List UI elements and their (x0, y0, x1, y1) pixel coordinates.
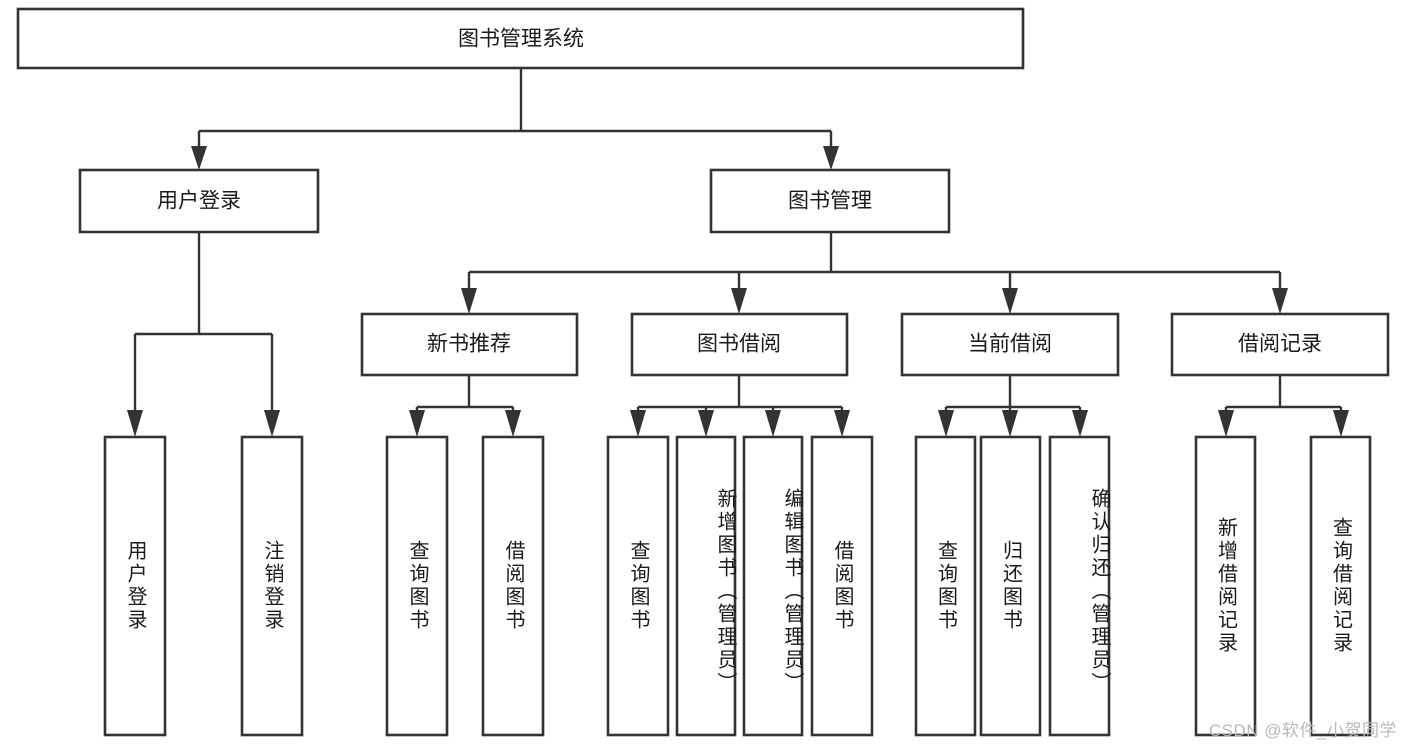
leaf-box-user-login[interactable] (103, 435, 167, 737)
leaf-box-borrow-book-1[interactable] (481, 435, 545, 737)
connector-group (127, 68, 1349, 437)
node-book-manage-label: 图书管理 (788, 190, 872, 213)
leaf-box-query-book-1[interactable] (385, 435, 449, 737)
node-borrow-record-box[interactable] (1170, 312, 1390, 377)
arrowhead-borrow-record (1272, 288, 1288, 314)
node-current-borrow-box[interactable] (900, 312, 1120, 377)
node-borrow-record[interactable]: 借阅记录 (1170, 312, 1390, 377)
arrowhead-user-login (191, 146, 207, 170)
node-root[interactable]: 图书管理系统 (16, 7, 1025, 70)
leaf-box-query-record[interactable] (1309, 435, 1372, 737)
node-new-book-recommend-box[interactable] (360, 312, 579, 377)
node-book-manage[interactable]: 图书管理 (709, 168, 951, 234)
node-root-label: 图书管理系统 (458, 28, 584, 51)
node-current-borrow[interactable]: 当前借阅 (900, 312, 1120, 377)
node-user-login[interactable]: 用户登录 (78, 168, 320, 234)
leaf-box-confirm-return[interactable] (1048, 435, 1111, 737)
arrowhead-leaf-borrow-book-1 (505, 410, 521, 437)
node-user-login-label: 用户登录 (157, 190, 241, 213)
node-user-login-box[interactable] (78, 168, 320, 234)
leaf-box-query-book-3[interactable] (914, 435, 977, 737)
arrowhead-leaf-confirm-return (1072, 410, 1088, 437)
arrowhead-current-borrow (1002, 288, 1018, 314)
arrowhead-leaf-add-book (698, 410, 714, 437)
leaf-box-add-record[interactable] (1194, 435, 1257, 737)
leaf-box-group (103, 435, 1372, 737)
arrowhead-leaf-query-book-3 (938, 410, 954, 437)
node-new-book-recommend-label: 新书推荐 (427, 333, 511, 356)
leaf-box-edit-book[interactable] (742, 435, 804, 737)
leaf-box-user-logout[interactable] (240, 435, 304, 737)
arrowhead-leaf-user-logout (264, 410, 280, 437)
node-current-borrow-label: 当前借阅 (968, 333, 1052, 356)
arrowhead-leaf-add-record (1218, 410, 1234, 437)
node-root-box[interactable] (16, 7, 1025, 70)
arrowhead-leaf-edit-book (765, 410, 781, 437)
arrowhead-leaf-query-book-2 (630, 410, 646, 437)
node-book-borrow-box[interactable] (630, 312, 849, 377)
node-new-book-recommend[interactable]: 新书推荐 (360, 312, 579, 377)
leaf-box-return-book[interactable] (979, 435, 1042, 737)
node-book-borrow-label: 图书借阅 (697, 333, 781, 356)
arrowhead-leaf-user-login (127, 410, 143, 437)
leaf-box-add-book[interactable] (675, 435, 737, 737)
leaf-box-borrow-book-2[interactable] (810, 435, 874, 737)
node-book-borrow[interactable]: 图书借阅 (630, 312, 849, 377)
arrowhead-leaf-return-book (1002, 410, 1018, 437)
arrowhead-new-book-recommend (461, 288, 477, 314)
leaf-box-query-book-2[interactable] (606, 435, 670, 737)
arrowhead-leaf-query-record (1333, 410, 1349, 437)
watermark-text: CSDN @软件_小贺同学 (1208, 721, 1397, 740)
arrowhead-leaf-borrow-book-2 (834, 410, 850, 437)
arrowhead-leaf-query-book-1 (409, 410, 425, 437)
node-book-manage-box[interactable] (709, 168, 951, 234)
arrowhead-book-borrow (731, 288, 747, 314)
node-borrow-record-label: 借阅记录 (1238, 333, 1322, 356)
arrowhead-book-manage (823, 146, 839, 170)
